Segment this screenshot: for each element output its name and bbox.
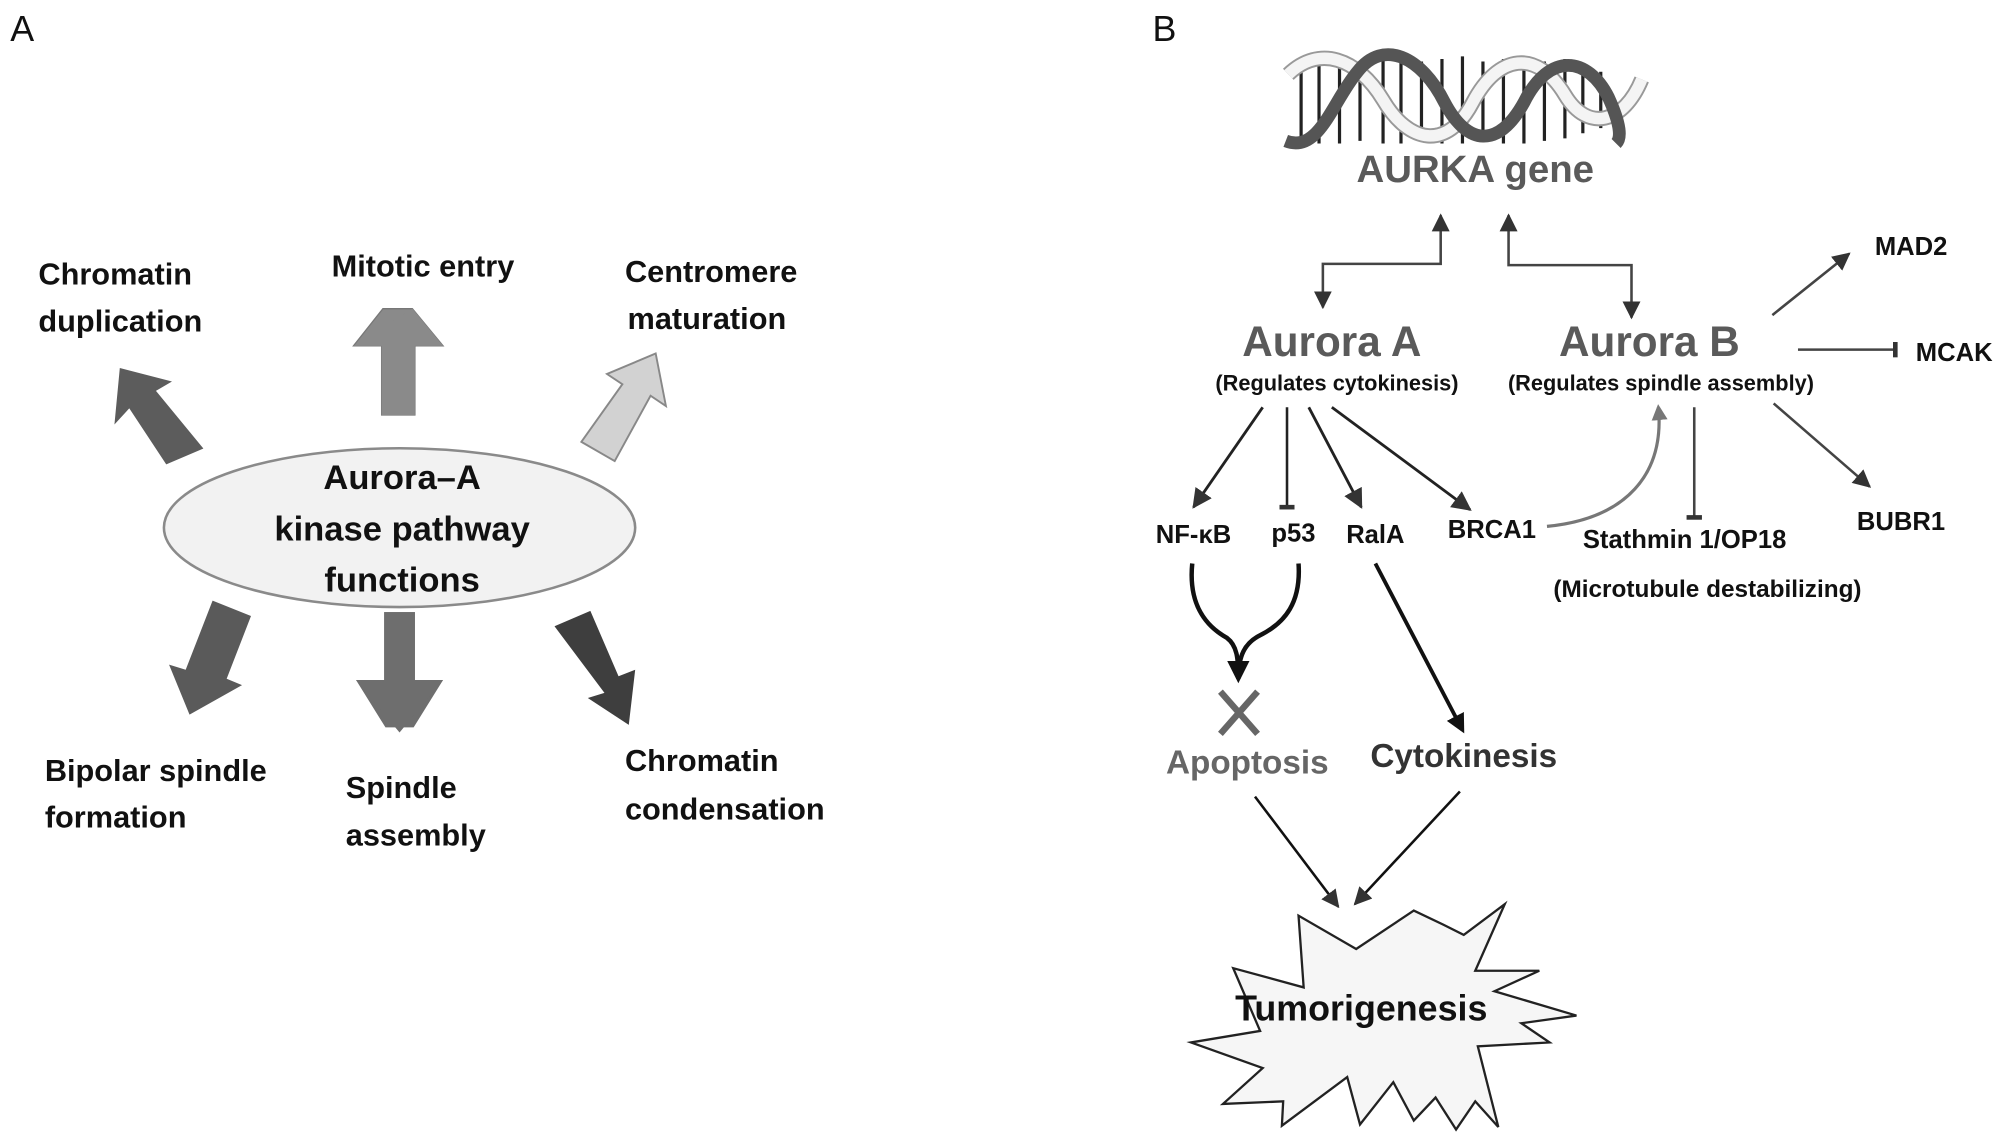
- edge-aurora-a-nfkb: [1192, 406, 1264, 509]
- connector-aurka-aurora-b: [1499, 213, 1641, 320]
- label-spindle-assembly-2: assembly: [346, 817, 486, 852]
- label-chromatin-condensation-2: condensation: [625, 792, 825, 827]
- center-line-1: Aurora–A: [323, 459, 481, 497]
- label-chromatin-duplication-2: duplication: [38, 304, 202, 339]
- edge-aurora-a-brca1: [1330, 406, 1472, 511]
- label-bipolar-spindle-1: Bipolar spindle: [45, 753, 267, 788]
- label-centromere-maturation-1: Centromere: [625, 254, 797, 289]
- connector-aurka-aurora-a: [1313, 213, 1450, 310]
- aurora-b-subtitle: (Regulates spindle assembly): [1508, 371, 1814, 396]
- arrow-chromatin-condensation: [554, 610, 636, 725]
- label-bipolar-spindle-2: formation: [45, 799, 187, 834]
- label-rala: RalA: [1346, 521, 1404, 549]
- label-bubr1: BUBR1: [1857, 508, 1945, 536]
- label-stathmin: Stathmin 1/OP18: [1583, 526, 1787, 554]
- center-line-2: kinase pathway: [274, 510, 530, 548]
- label-brca1: BRCA1: [1448, 516, 1536, 544]
- aurka-gene-label: AURKA gene: [1356, 148, 1594, 191]
- tumorigenesis-burst: [1186, 900, 1577, 1132]
- label-p53: p53: [1271, 520, 1315, 548]
- label-nfkb: NF-κB: [1156, 521, 1231, 549]
- label-tumorigenesis: Tumorigenesis: [1235, 989, 1487, 1029]
- edge-p53-apoptosis: [1227, 563, 1302, 684]
- label-chromatin-condensation-1: Chromatin: [625, 743, 779, 778]
- edge-aurora-b-bubr1: [1772, 402, 1872, 488]
- label-apoptosis: Apoptosis: [1166, 745, 1329, 782]
- label-mitotic-entry: Mitotic entry: [332, 249, 515, 284]
- label-centromere-maturation-2: maturation: [628, 301, 787, 336]
- aurora-b-title: Aurora B: [1559, 318, 1740, 365]
- panel-b: B: [1153, 9, 1993, 1132]
- center-line-3: functions: [324, 562, 480, 600]
- edge-brca1-aurora-b: [1546, 404, 1668, 528]
- label-stathmin-note: (Microtubule destabilizing): [1553, 576, 1861, 603]
- edge-cytokinesis-tumorigenesis: [1353, 790, 1461, 906]
- label-mad2: MAD2: [1875, 233, 1948, 261]
- edge-nfkb-apoptosis: [1189, 563, 1241, 679]
- panel-b-letter: B: [1153, 9, 1177, 49]
- arrow-bipolar-spindle-formation: [169, 600, 251, 715]
- aurora-a-center-ellipse: [162, 446, 637, 609]
- label-spindle-assembly-1: Spindle: [346, 770, 457, 805]
- edge-apoptosis-tumorigenesis: [1253, 795, 1340, 909]
- panel-a: A Aurora–A kinase pathway functions Chro…: [10, 9, 824, 852]
- aurora-a-title: Aurora A: [1242, 318, 1421, 365]
- panel-a-letter: A: [10, 9, 34, 49]
- label-cytokinesis: Cytokinesis: [1370, 738, 1557, 775]
- edge-aurora-a-rala: [1307, 406, 1363, 509]
- edge-rala-cytokinesis: [1373, 562, 1465, 734]
- arrow-spindle-assembly-fill: [356, 612, 444, 733]
- arrow-mitotic-entry-fill: [353, 308, 444, 415]
- arrow-centromere-maturation: [580, 352, 668, 463]
- blocked-x-icon: [1218, 689, 1260, 736]
- arrow-chromatin-duplication: [114, 368, 204, 465]
- label-chromatin-duplication-1: Chromatin: [38, 256, 192, 291]
- label-mcak: MCAK: [1916, 339, 1993, 367]
- aurora-a-subtitle: (Regulates cytokinesis): [1215, 371, 1458, 396]
- dna-helix-icon: [1282, 48, 1649, 150]
- edge-aurora-b-mad2: [1771, 252, 1851, 317]
